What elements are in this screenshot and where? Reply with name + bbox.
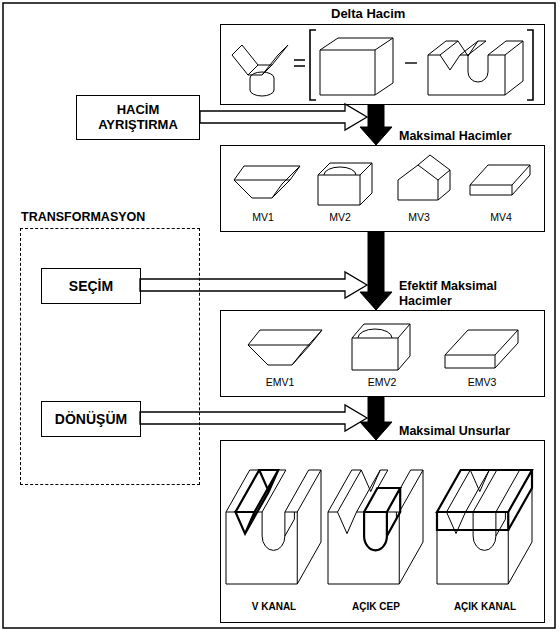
part-drawing: [437, 470, 532, 584]
hollow-arrow: [140, 272, 367, 298]
v-channel-feature: [236, 470, 279, 534]
maximal-volume-figures: [234, 155, 530, 205]
open-channel-feature: [437, 470, 532, 530]
volume-label: MV2: [329, 211, 351, 223]
process-label: DÖNÜŞÜM: [55, 411, 127, 427]
panel-heading: Maksimal Hacimler: [399, 129, 512, 143]
hollow-arrow: [140, 405, 367, 431]
hollow-arrow: [200, 104, 367, 130]
volume-label: EMV3: [468, 376, 497, 388]
process-box: DÖNÜŞÜM: [41, 401, 141, 437]
volume-panel: Maksimal HacimlerMV1MV2MV3MV4: [220, 145, 545, 232]
effective-volume-figures: [248, 324, 518, 370]
open-pocket-feature: [364, 488, 400, 550]
volume-mv1: [234, 166, 300, 198]
panel-heading: Maksimal Unsurlar: [399, 424, 510, 438]
volume-mv4: [470, 165, 530, 195]
process-label: SEÇİM: [69, 278, 113, 294]
group-box: TRANSFORMASYONSEÇİMDÖNÜŞÜM: [20, 228, 200, 485]
process-box: SEÇİM: [41, 268, 141, 304]
minus-sign: [405, 62, 417, 63]
volume-panel: Efektif Maksimal HacimlerEMV1EMV2EMV3: [220, 310, 545, 397]
volume-emv2: [352, 324, 410, 370]
outer-frame: [3, 3, 555, 628]
volume-mv3: [398, 155, 450, 200]
feature-figures: [226, 470, 532, 584]
volume-emv1: [248, 330, 322, 365]
delta-volume-figure: [232, 30, 533, 100]
volume-panel: Delta Hacim: [220, 24, 545, 105]
hollow-arrows: [140, 104, 367, 431]
group-heading: TRANSFORMASYON: [21, 210, 145, 224]
part-drawing: [226, 470, 321, 584]
panel-heading: Efektif Maksimal Hacimler: [399, 279, 519, 308]
flow-arrow: [360, 105, 392, 145]
volume-label: MV3: [408, 211, 430, 223]
equals-sign: [294, 60, 305, 66]
bracket: [310, 30, 533, 100]
feature-label: AÇIK KANAL: [454, 601, 516, 613]
volume-emv3: [445, 330, 518, 368]
volume-label: MV4: [490, 211, 512, 223]
volume-mv2: [318, 163, 372, 205]
feature-label: AÇIK CEP: [352, 601, 400, 613]
result-part: [232, 45, 288, 96]
panel-heading: Delta Hacim: [331, 7, 405, 22]
stock-block: [320, 38, 393, 95]
part-drawing: [328, 470, 423, 584]
process-box: HACİM AYRIŞTIRMA: [76, 95, 200, 140]
feature-label: V KANAL: [252, 601, 296, 613]
flow-arrow: [360, 397, 392, 440]
finished-part: [428, 41, 523, 95]
process-label: HACİM AYRIŞTIRMA: [81, 103, 195, 133]
volume-label: EMV2: [368, 376, 397, 388]
volume-label: MV1: [252, 211, 274, 223]
flow-arrow: [360, 232, 392, 310]
volume-label: EMV1: [266, 376, 295, 388]
feature-panel: Maksimal UnsurlarV KANALAÇIK CEPAÇIK KAN…: [220, 440, 545, 623]
